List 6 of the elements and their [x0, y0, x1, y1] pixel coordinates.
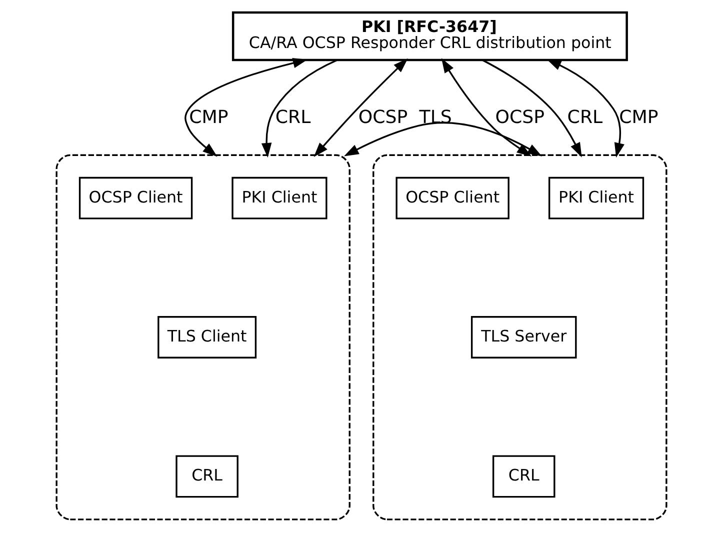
- edge-label: CRL: [566, 107, 602, 128]
- edge-label: CRL: [274, 107, 310, 128]
- edge-label: OCSP: [358, 107, 408, 128]
- edge-label: OCSP: [494, 107, 544, 128]
- edge-label: CMP: [618, 107, 658, 128]
- edge-label: CMP: [188, 107, 228, 128]
